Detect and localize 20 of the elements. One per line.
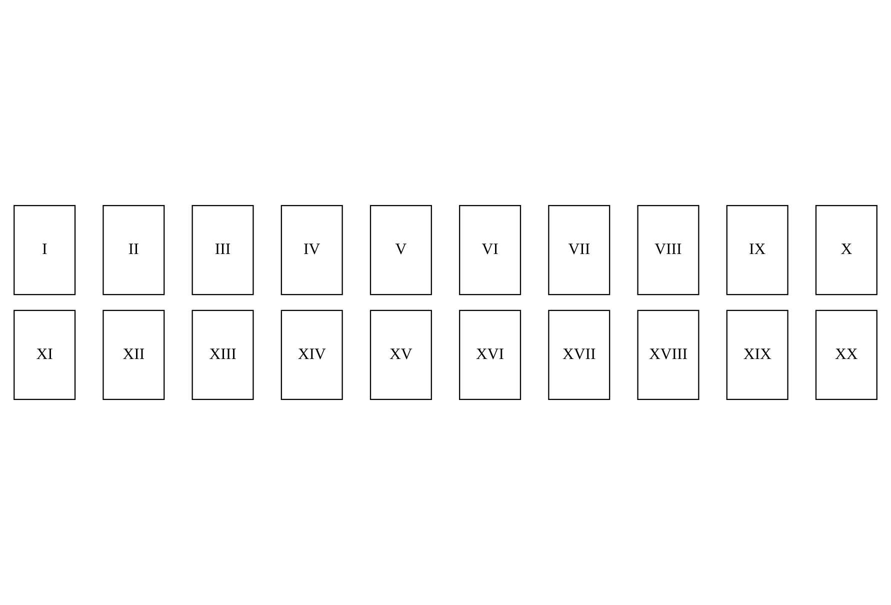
node-box: VII	[548, 204, 610, 296]
node-box: III	[192, 204, 254, 296]
node-box: XI	[14, 310, 76, 400]
node-box: VI	[459, 204, 522, 296]
node-box: XII	[102, 310, 165, 400]
node-box: I	[14, 204, 76, 296]
node-box: XVI	[459, 310, 522, 400]
node-box: XIII	[192, 310, 254, 400]
node-box: II	[102, 204, 165, 296]
node-box: XIV	[280, 310, 343, 400]
node-box: XIX	[726, 310, 788, 400]
node-box: XVII	[548, 310, 610, 400]
node-box: V	[370, 204, 432, 296]
node-box: X	[815, 204, 878, 296]
node-box: IX	[726, 204, 788, 296]
node-box: VIII	[637, 204, 700, 296]
node-box: IV	[280, 204, 343, 296]
node-box: XX	[815, 310, 878, 400]
node-box: XVIII	[637, 310, 700, 400]
node-box: XV	[370, 310, 432, 400]
